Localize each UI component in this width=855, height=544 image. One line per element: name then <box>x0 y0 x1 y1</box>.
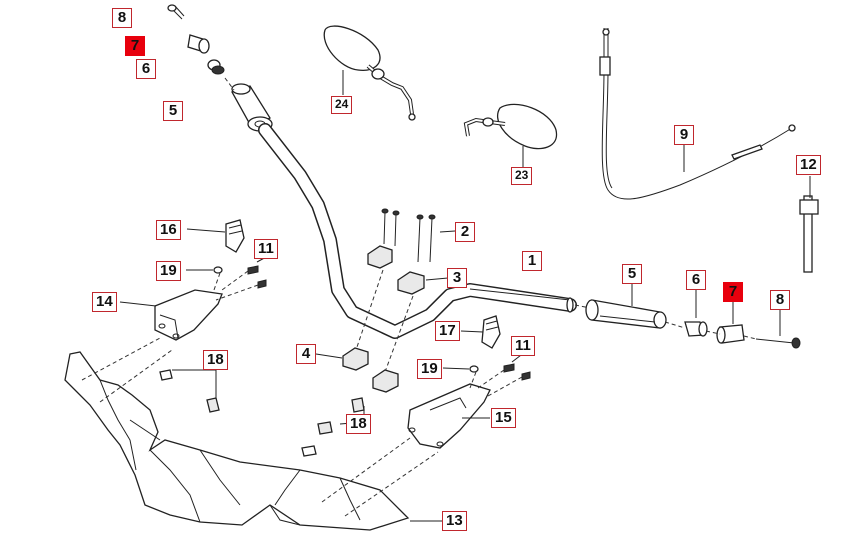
label-part-16: 16 <box>156 220 181 240</box>
label-part-6-right: 6 <box>686 270 706 290</box>
label-part-17: 17 <box>435 321 460 341</box>
clamp-bolts <box>381 208 436 263</box>
throttle-cable <box>599 28 796 200</box>
cable-tie <box>799 195 819 273</box>
label-part-2: 2 <box>455 222 475 242</box>
label-part-5-left: 5 <box>163 101 183 121</box>
label-part-8-left: 8 <box>112 8 132 28</box>
collar-left <box>207 59 225 75</box>
label-part-18-right: 18 <box>346 414 371 434</box>
lower-holders <box>342 347 399 393</box>
label-part-15: 15 <box>491 408 516 428</box>
bracket-right <box>407 383 491 449</box>
bar-end-weight-left <box>187 34 210 54</box>
clips-left <box>159 369 220 413</box>
label-part-1: 1 <box>522 251 542 271</box>
label-part-8-right: 8 <box>770 290 790 310</box>
mirror-left <box>323 25 416 121</box>
collar-right <box>684 321 708 337</box>
screws-right <box>503 363 531 381</box>
label-part-19-left: 19 <box>156 261 181 281</box>
upper-holders <box>367 245 425 295</box>
grommet-left <box>213 219 245 274</box>
bar-end-bolt-left <box>167 4 185 20</box>
label-part-24: 24 <box>331 96 353 114</box>
grommet-right <box>469 315 501 373</box>
bar-end-bolt-right <box>755 337 801 349</box>
mirror-right <box>463 103 558 150</box>
grip-right <box>585 299 667 329</box>
label-part-12: 12 <box>796 155 821 175</box>
label-part-14: 14 <box>92 292 117 312</box>
label-part-13: 13 <box>442 511 467 531</box>
label-part-19-right: 19 <box>417 359 442 379</box>
label-part-3: 3 <box>447 268 467 288</box>
label-part-6-left: 6 <box>136 59 156 79</box>
handlebar <box>258 123 577 339</box>
label-part-23: 23 <box>511 167 533 185</box>
label-part-7-right: 7 <box>723 282 743 302</box>
label-part-18-left: 18 <box>203 350 228 370</box>
screws-left <box>247 265 267 289</box>
label-part-7-left: 7 <box>125 36 145 56</box>
label-part-11-right: 11 <box>511 336 535 356</box>
label-part-4: 4 <box>296 344 316 364</box>
front-cowl <box>64 351 410 531</box>
label-part-9: 9 <box>674 125 694 145</box>
bar-end-weight-right <box>716 324 745 344</box>
label-part-11-left: 11 <box>254 239 278 259</box>
label-part-5-right: 5 <box>622 264 642 284</box>
bracket-left <box>154 289 223 341</box>
